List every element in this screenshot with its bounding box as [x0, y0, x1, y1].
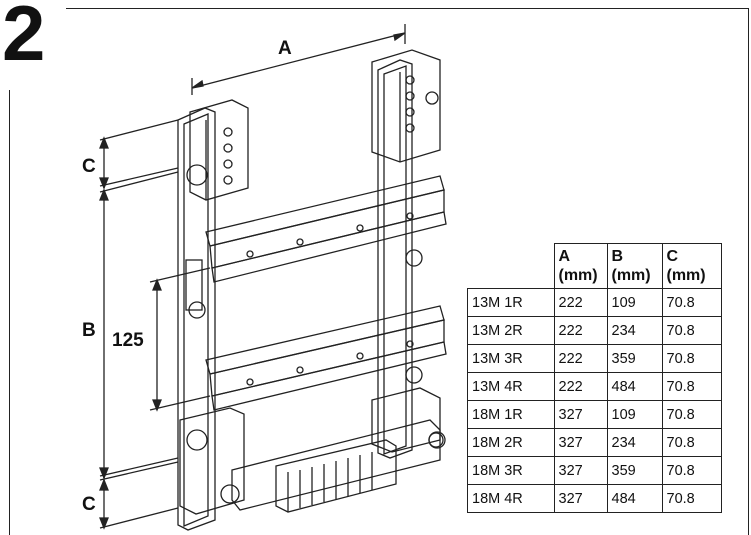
dimensions-table: A(mm) B(mm) C(mm) 13M 1R 222 109 70.8 13… — [467, 243, 722, 513]
table-row: 18M 3R 327 359 70.8 — [467, 456, 722, 485]
table-row: 18M 2R 327 234 70.8 — [467, 428, 722, 457]
top-right-connector-block — [371, 49, 441, 163]
table-cell: 359 — [606, 456, 663, 485]
table-cell: 327 — [553, 484, 608, 513]
table-header-row: A(mm) B(mm) C(mm) — [467, 243, 722, 289]
dimension-b-line — [99, 171, 179, 480]
table-cell: 18M 4R — [467, 484, 555, 513]
dimension-a-line — [191, 24, 406, 95]
table-cell: 109 — [606, 288, 663, 317]
table-cell: 70.8 — [661, 288, 722, 317]
table-row: 13M 2R 222 234 70.8 — [467, 316, 722, 345]
table-header-cell: B(mm) — [606, 243, 663, 289]
table-cell: 234 — [606, 316, 663, 345]
table-cell: 70.8 — [661, 316, 722, 345]
table-cell: 13M 2R — [467, 316, 555, 345]
table-row: 18M 1R 327 109 70.8 — [467, 400, 722, 429]
table-cell: 222 — [553, 372, 608, 401]
dimension-c-bottom-line — [99, 461, 179, 530]
table-cell: 70.8 — [661, 484, 722, 513]
table-cell: 109 — [606, 400, 663, 429]
table-cell: 222 — [553, 344, 608, 373]
table-cell: 222 — [553, 288, 608, 317]
bottom-terminal-strip — [275, 439, 397, 513]
table-cell: 484 — [606, 372, 663, 401]
left-upright — [177, 107, 216, 531]
dimension-125-line — [149, 267, 211, 412]
dimension-b-label: B — [82, 320, 96, 341]
step-number: 2 — [2, 0, 45, 77]
table-cell: 18M 3R — [467, 456, 555, 485]
dimension-c-top-label: C — [82, 156, 96, 177]
table-cell: 18M 2R — [467, 428, 555, 457]
table-header-cell: A(mm) — [553, 243, 608, 289]
table-row: 13M 3R 222 359 70.8 — [467, 344, 722, 373]
table-cell: 70.8 — [661, 456, 722, 485]
table-header-cell — [467, 243, 555, 289]
table-cell: 327 — [553, 456, 608, 485]
dimension-c-top-line — [99, 119, 179, 190]
frame-border-top — [66, 8, 749, 9]
upper-din-rail — [205, 175, 447, 283]
dimension-a-label: A — [278, 38, 292, 59]
table-header-cell: C(mm) — [661, 243, 722, 289]
table-row: 13M 1R 222 109 70.8 — [467, 288, 722, 317]
table-cell: 70.8 — [661, 344, 722, 373]
table-cell: 70.8 — [661, 372, 722, 401]
frame-border-left — [9, 90, 10, 535]
table-cell: 18M 1R — [467, 400, 555, 429]
dimension-125-label: 125 — [112, 330, 144, 351]
table-cell: 484 — [606, 484, 663, 513]
right-upright — [377, 59, 446, 459]
table-cell: 13M 3R — [467, 344, 555, 373]
table-cell: 222 — [553, 316, 608, 345]
table-cell: 13M 4R — [467, 372, 555, 401]
table-cell: 327 — [553, 400, 608, 429]
table-cell: 327 — [553, 428, 608, 457]
table-row: 18M 4R 327 484 70.8 — [467, 484, 722, 513]
dimension-c-bottom-label: C — [82, 494, 96, 515]
table-cell: 70.8 — [661, 400, 722, 429]
frame-border-right — [748, 8, 749, 535]
table-row: 13M 4R 222 484 70.8 — [467, 372, 722, 401]
lower-din-rail — [205, 305, 447, 411]
table-cell: 13M 1R — [467, 288, 555, 317]
table-cell: 70.8 — [661, 428, 722, 457]
table-cell: 359 — [606, 344, 663, 373]
top-left-connector-block — [189, 99, 249, 201]
bottom-connector-assembly — [179, 387, 444, 515]
table-cell: 234 — [606, 428, 663, 457]
